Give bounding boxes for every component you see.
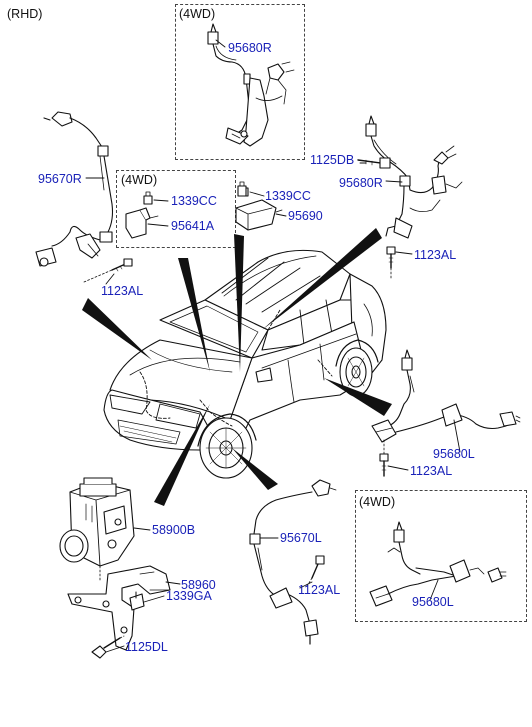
bolt-1123al-mid-right: [379, 439, 389, 477]
sensor-95670l: [249, 479, 337, 645]
part-label-1339cc-left[interactable]: 1339CC: [171, 194, 217, 208]
box-label-top: (4WD): [179, 7, 216, 21]
vehicle-illustration: [103, 249, 387, 479]
part-label-95670l[interactable]: 95670L: [280, 531, 322, 545]
part-label-1123al-right[interactable]: 1123AL: [414, 248, 457, 262]
sensor-95680l-right: [371, 349, 521, 443]
sensor-95680l-box: [369, 521, 507, 607]
box-4wd-top: [175, 4, 305, 160]
part-label-1339cc-right[interactable]: 1339CC: [265, 189, 311, 203]
part-95641a: [125, 191, 159, 239]
part-label-95641a[interactable]: 95641A: [171, 219, 215, 233]
bolt-1123al-right: [386, 246, 396, 279]
hecu-58900b: [59, 477, 135, 581]
part-label-95680r-right[interactable]: 95680R: [339, 176, 383, 190]
part-label-1123al-bottom[interactable]: 1123AL: [298, 583, 341, 597]
sensor-95670r: [35, 111, 114, 267]
box-label-left: (4WD): [121, 173, 158, 187]
sensor-95680r-top: [207, 23, 295, 147]
part-label-1123al-left[interactable]: 1123AL: [101, 284, 144, 298]
sensor-95680r-right: [357, 115, 463, 239]
box-4wd-bottom-right: [355, 490, 527, 622]
box-label-bottom-right: (4WD): [359, 495, 396, 509]
part-label-95680l-box[interactable]: 95680L: [412, 595, 454, 609]
part-label-1339ga[interactable]: 1339GA: [166, 589, 212, 603]
variant-label: (RHD): [7, 7, 43, 21]
bolt-1339ga: [129, 591, 145, 611]
part-label-95680l[interactable]: 95680L: [433, 447, 475, 461]
bracket-58960: [67, 565, 171, 651]
part-label-95680r-top[interactable]: 95680R: [228, 41, 272, 55]
part-label-58900b[interactable]: 58900B: [152, 523, 196, 537]
clip-1339cc-right: [237, 181, 247, 197]
part-label-1123al-mid-right[interactable]: 1123AL: [410, 464, 453, 478]
pointer-wedges: [82, 228, 392, 506]
part-label-95690[interactable]: 95690: [288, 209, 323, 223]
bolt-1123al-left: [83, 258, 133, 283]
part-label-58960[interactable]: 58960: [181, 578, 216, 592]
part-label-1125db[interactable]: 1125DB: [310, 153, 355, 167]
leader-lines: [85, 39, 461, 653]
part-label-1125dl[interactable]: 1125DL: [125, 640, 168, 654]
part-label-95670r[interactable]: 95670R: [38, 172, 82, 186]
